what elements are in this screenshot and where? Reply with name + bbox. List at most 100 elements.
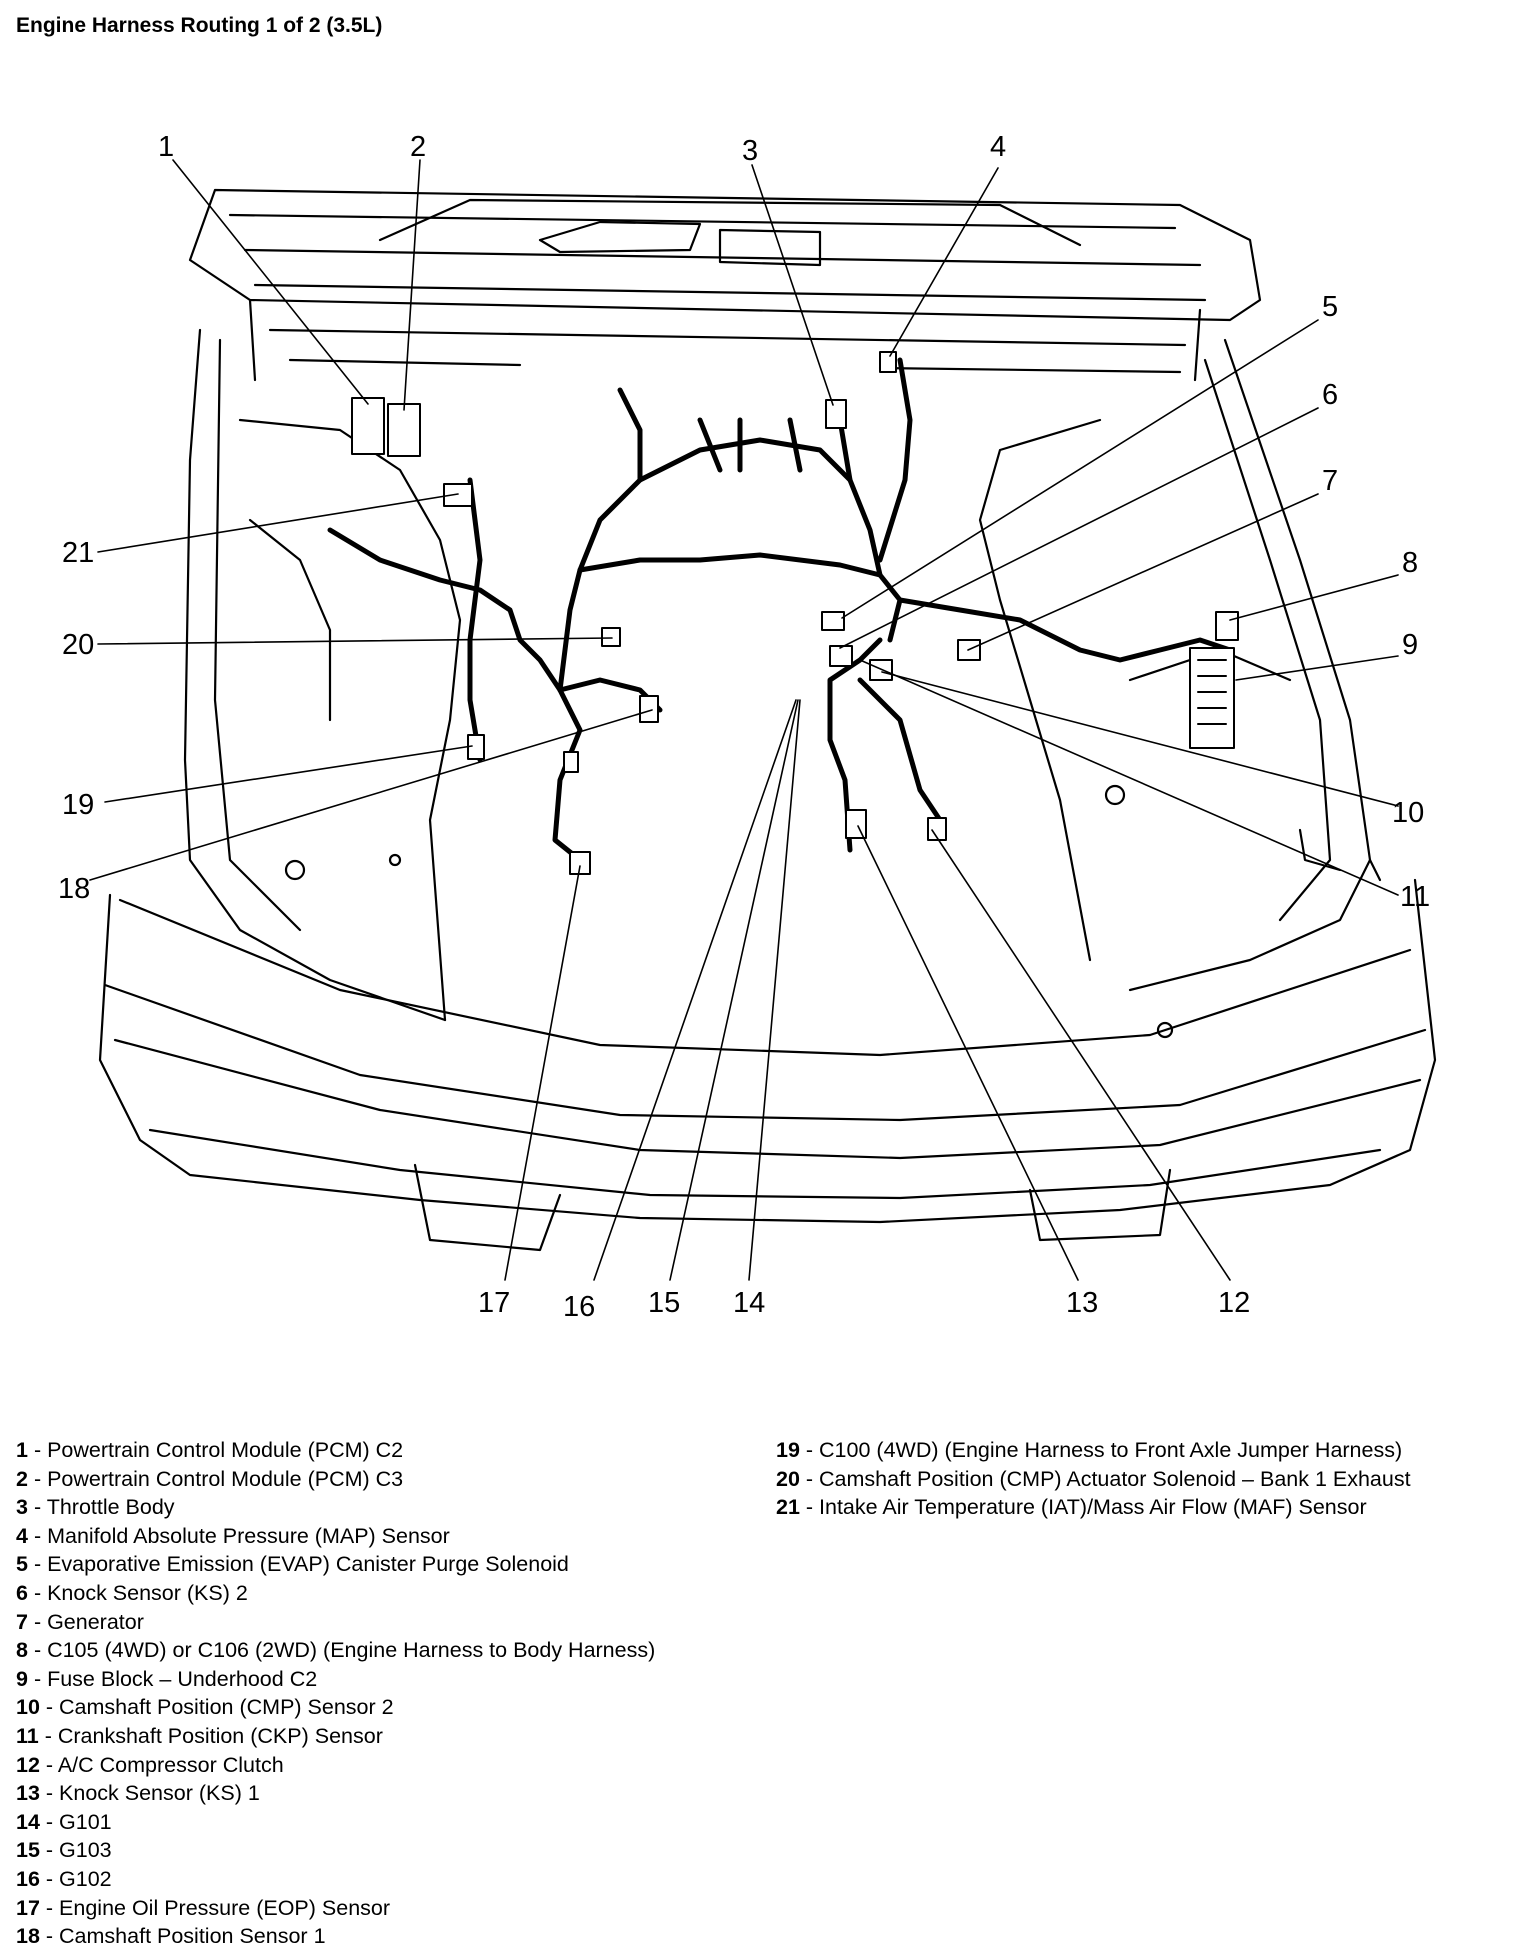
callout-17: 17	[478, 1287, 510, 1319]
legend-separator: -	[27, 1609, 48, 1634]
legend-item-number: 10	[16, 1695, 40, 1720]
legend-separator: -	[27, 1523, 48, 1548]
legend-item: 20 - Camshaft Position (CMP) Actuator So…	[776, 1465, 1411, 1494]
callout-leader-lines	[89, 159, 1399, 1281]
callout-7: 7	[1322, 465, 1338, 497]
callout-3: 3	[742, 135, 758, 167]
legend-item-label: Intake Air Temperature (IAT)/Mass Air Fl…	[819, 1495, 1367, 1520]
legend-item-number: 17	[16, 1895, 40, 1920]
legend-separator: -	[39, 1695, 60, 1720]
callout-2: 2	[410, 131, 426, 163]
legend-item-number: 12	[16, 1752, 40, 1777]
legend-item: 2 - Powertrain Control Module (PCM) C3	[16, 1465, 655, 1494]
callout-1: 1	[158, 131, 174, 163]
legend-item-number: 3	[16, 1495, 28, 1520]
legend-separator: -	[39, 1809, 60, 1834]
legend-item-label: Engine Oil Pressure (EOP) Sensor	[59, 1895, 391, 1920]
legend-separator: -	[27, 1638, 48, 1663]
legend-item-number: 4	[16, 1523, 28, 1548]
callout-8: 8	[1402, 547, 1418, 579]
legend-item: 12 - A/C Compressor Clutch	[16, 1751, 655, 1780]
legend-separator: -	[27, 1495, 47, 1520]
legend-item-number: 1	[16, 1438, 28, 1462]
callout-10: 10	[1392, 797, 1424, 829]
legend-item-label: Generator	[47, 1609, 144, 1634]
legend-item-label: G101	[59, 1809, 112, 1834]
callout-13: 13	[1066, 1287, 1098, 1319]
legend-item-number: 18	[16, 1924, 40, 1949]
legend-item: 8 - C105 (4WD) or C106 (2WD) (Engine Har…	[16, 1636, 655, 1665]
legend-separator: -	[799, 1466, 820, 1491]
legend-item-label: Powertrain Control Module (PCM) C3	[47, 1466, 404, 1491]
legend-item: 7 - Generator	[16, 1608, 655, 1637]
legend-item: 18 - Camshaft Position Sensor 1	[16, 1922, 655, 1951]
right-fender	[978, 338, 1372, 1039]
legend-item-number: 14	[16, 1809, 40, 1834]
callout-21: 21	[62, 537, 94, 569]
legend-separator: -	[39, 1781, 60, 1806]
legend-item-label: Evaporative Emission (EVAP) Canister Pur…	[47, 1552, 569, 1577]
legend-item: 14 - G101	[16, 1808, 655, 1837]
front-bumper	[98, 828, 1437, 1252]
callout-5: 5	[1322, 291, 1338, 323]
callout-6: 6	[1322, 379, 1338, 411]
legend-item-label: Throttle Body	[46, 1495, 175, 1520]
legend-item-label: Crankshaft Position (CKP) Sensor	[57, 1723, 383, 1748]
legend-separator: -	[799, 1438, 820, 1462]
legend-item-label: Knock Sensor (KS) 2	[47, 1580, 248, 1605]
legend-item: 15 - G103	[16, 1836, 655, 1865]
legend-right: 19 - C100 (4WD) (Engine Harness to Front…	[776, 1436, 1411, 1522]
legend-item-label: Camshaft Position (CMP) Actuator Solenoi…	[819, 1466, 1411, 1491]
legend-item-label: Powertrain Control Module (PCM) C2	[47, 1438, 404, 1462]
legend-item-label: Camshaft Position Sensor 1	[59, 1924, 326, 1949]
legend-separator: -	[27, 1466, 48, 1491]
callout-4: 4	[990, 131, 1006, 163]
legend-item-number: 11	[16, 1723, 39, 1748]
legend-separator: -	[27, 1438, 48, 1462]
legend-item-label: Manifold Absolute Pressure (MAP) Sensor	[47, 1523, 450, 1548]
legend-left: 1 - Powertrain Control Module (PCM) C2 2 …	[16, 1436, 655, 1951]
legend-separator: -	[27, 1666, 48, 1691]
legend-item-label: Fuse Block – Underhood C2	[47, 1666, 318, 1691]
legend-separator: -	[38, 1723, 58, 1748]
engine-harness-drawing: 1 2 3 4 5 6 7 8 9 10 11 12 13 14 15 16 1…	[58, 131, 1437, 1323]
callout-19: 19	[62, 789, 94, 821]
legend-item-label: G103	[59, 1838, 112, 1863]
radiator-support	[188, 188, 1262, 382]
legend-separator: -	[39, 1752, 58, 1777]
legend-item-number: 8	[16, 1638, 28, 1663]
callout-14: 14	[733, 1287, 765, 1319]
legend-separator: -	[39, 1895, 60, 1920]
legend-item-number: 13	[16, 1781, 40, 1806]
legend-item: 6 - Knock Sensor (KS) 2	[16, 1579, 655, 1608]
legend-item-number: 2	[16, 1466, 28, 1491]
legend-item-label: C100 (4WD) (Engine Harness to Front Axle…	[819, 1438, 1403, 1462]
legend-item-number: 15	[16, 1838, 40, 1863]
legend-item-label: C105 (4WD) or C106 (2WD) (Engine Harness…	[47, 1638, 656, 1663]
legend-separator: -	[39, 1866, 60, 1891]
legend-item-label: Knock Sensor (KS) 1	[59, 1781, 260, 1806]
legend-separator: -	[27, 1580, 48, 1605]
legend-item-number: 6	[16, 1580, 28, 1605]
legend-item: 11 - Crankshaft Position (CKP) Sensor	[16, 1722, 655, 1751]
legend-item: 5 - Evaporative Emission (EVAP) Canister…	[16, 1550, 655, 1579]
legend-item: 4 - Manifold Absolute Pressure (MAP) Sen…	[16, 1522, 655, 1551]
callout-11: 11	[1400, 881, 1430, 913]
legend-item: 13 - Knock Sensor (KS) 1	[16, 1779, 655, 1808]
legend-item-number: 7	[16, 1609, 28, 1634]
callout-20: 20	[62, 629, 94, 661]
legend-item-label: G102	[59, 1866, 112, 1891]
callout-15: 15	[648, 1287, 680, 1319]
legend-item: 3 - Throttle Body	[16, 1493, 655, 1522]
legend-item-number: 16	[16, 1866, 40, 1891]
legend-item: 16 - G102	[16, 1865, 655, 1894]
legend-item-label: A/C Compressor Clutch	[57, 1752, 284, 1777]
legend-item: 21 - Intake Air Temperature (IAT)/Mass A…	[776, 1493, 1411, 1522]
callout-18: 18	[58, 873, 90, 905]
harness-components	[351, 351, 1239, 875]
legend-separator: -	[39, 1838, 60, 1863]
callout-12: 12	[1218, 1287, 1250, 1319]
legend-item-number: 9	[16, 1666, 28, 1691]
legend-separator: -	[39, 1924, 60, 1949]
legend-item-number: 21	[776, 1495, 800, 1520]
